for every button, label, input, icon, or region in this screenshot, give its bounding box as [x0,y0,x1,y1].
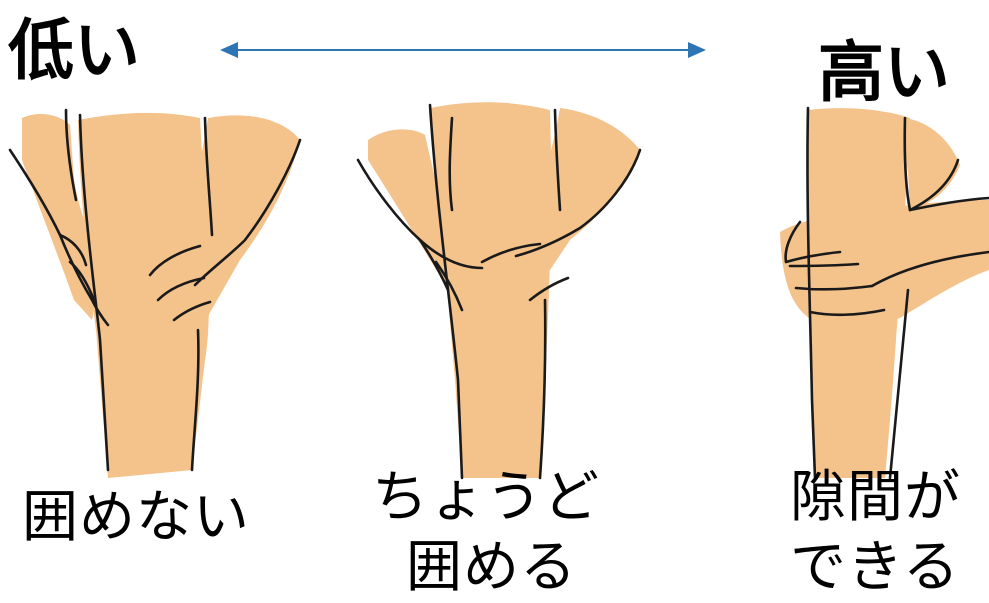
panel-3-caption-line1: 隙間が [790,470,961,526]
panel-2-caption-line1: ちょうど [372,470,600,526]
panel-3-caption-line2: できる [790,540,960,596]
high-label: 高い [818,40,950,106]
panel-1-caption: 囲めない [22,490,250,546]
panel-3-illustration [780,108,989,478]
panel-1-illustration [10,110,300,478]
low-label: 低い [8,18,140,84]
panel-2-illustration [358,102,640,478]
panel-2-caption-line2: 囲める [406,540,577,596]
